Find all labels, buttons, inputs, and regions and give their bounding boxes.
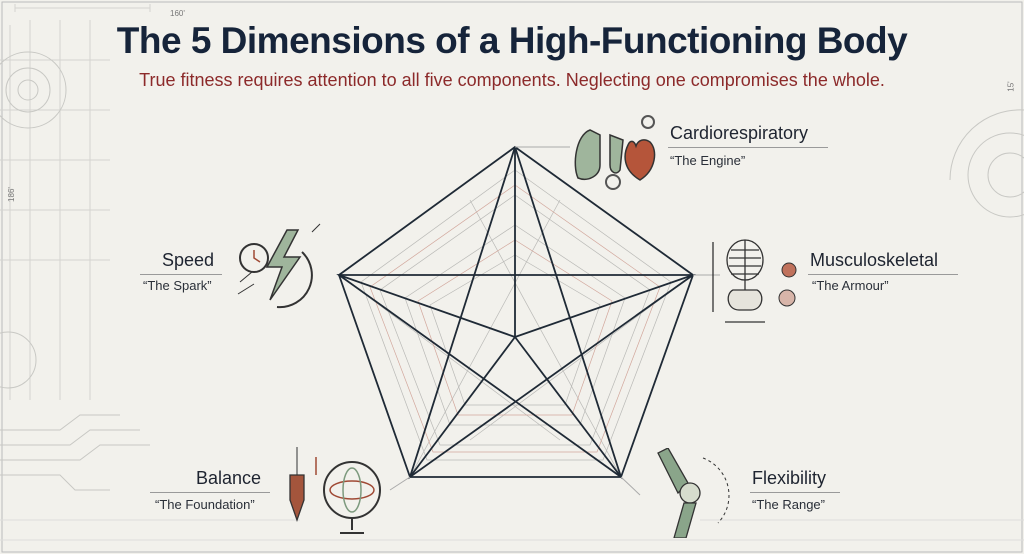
page-title: The 5 Dimensions of a High-Functioning B… bbox=[116, 20, 908, 61]
skeleton-icon bbox=[712, 239, 797, 323]
plumb-gyroscope-icon bbox=[289, 447, 381, 534]
dimension-nickname-musculoskeletal: “The Armour” bbox=[812, 278, 889, 293]
dimension-label-speed: Speed bbox=[162, 250, 215, 270]
page-subtitle: True fitness requires attention to all f… bbox=[139, 70, 885, 90]
heart-lungs-icon bbox=[574, 115, 656, 190]
lightning-stopwatch-icon bbox=[237, 223, 321, 309]
dimension-label-balance: Balance bbox=[196, 468, 262, 488]
knee-joint-icon bbox=[657, 448, 730, 538]
dimension-nickname-speed: “The Spark” bbox=[143, 278, 212, 293]
dimension-mark: 160' bbox=[170, 9, 185, 18]
pentagon-diagram bbox=[336, 145, 720, 496]
dimension-label-musculoskeletal: Musculoskeletal bbox=[810, 250, 939, 270]
dimension-nickname-flexibility: “The Range” bbox=[752, 497, 825, 512]
dimension-nickname-cardiorespiratory: “The Engine” bbox=[670, 153, 746, 168]
dimension-nickname-balance: “The Foundation” bbox=[155, 497, 255, 512]
dimension-label-flexibility: Flexibility bbox=[752, 468, 827, 488]
dimension-label-cardiorespiratory: Cardiorespiratory bbox=[670, 123, 809, 143]
dimension-mark: 186' bbox=[6, 187, 16, 202]
